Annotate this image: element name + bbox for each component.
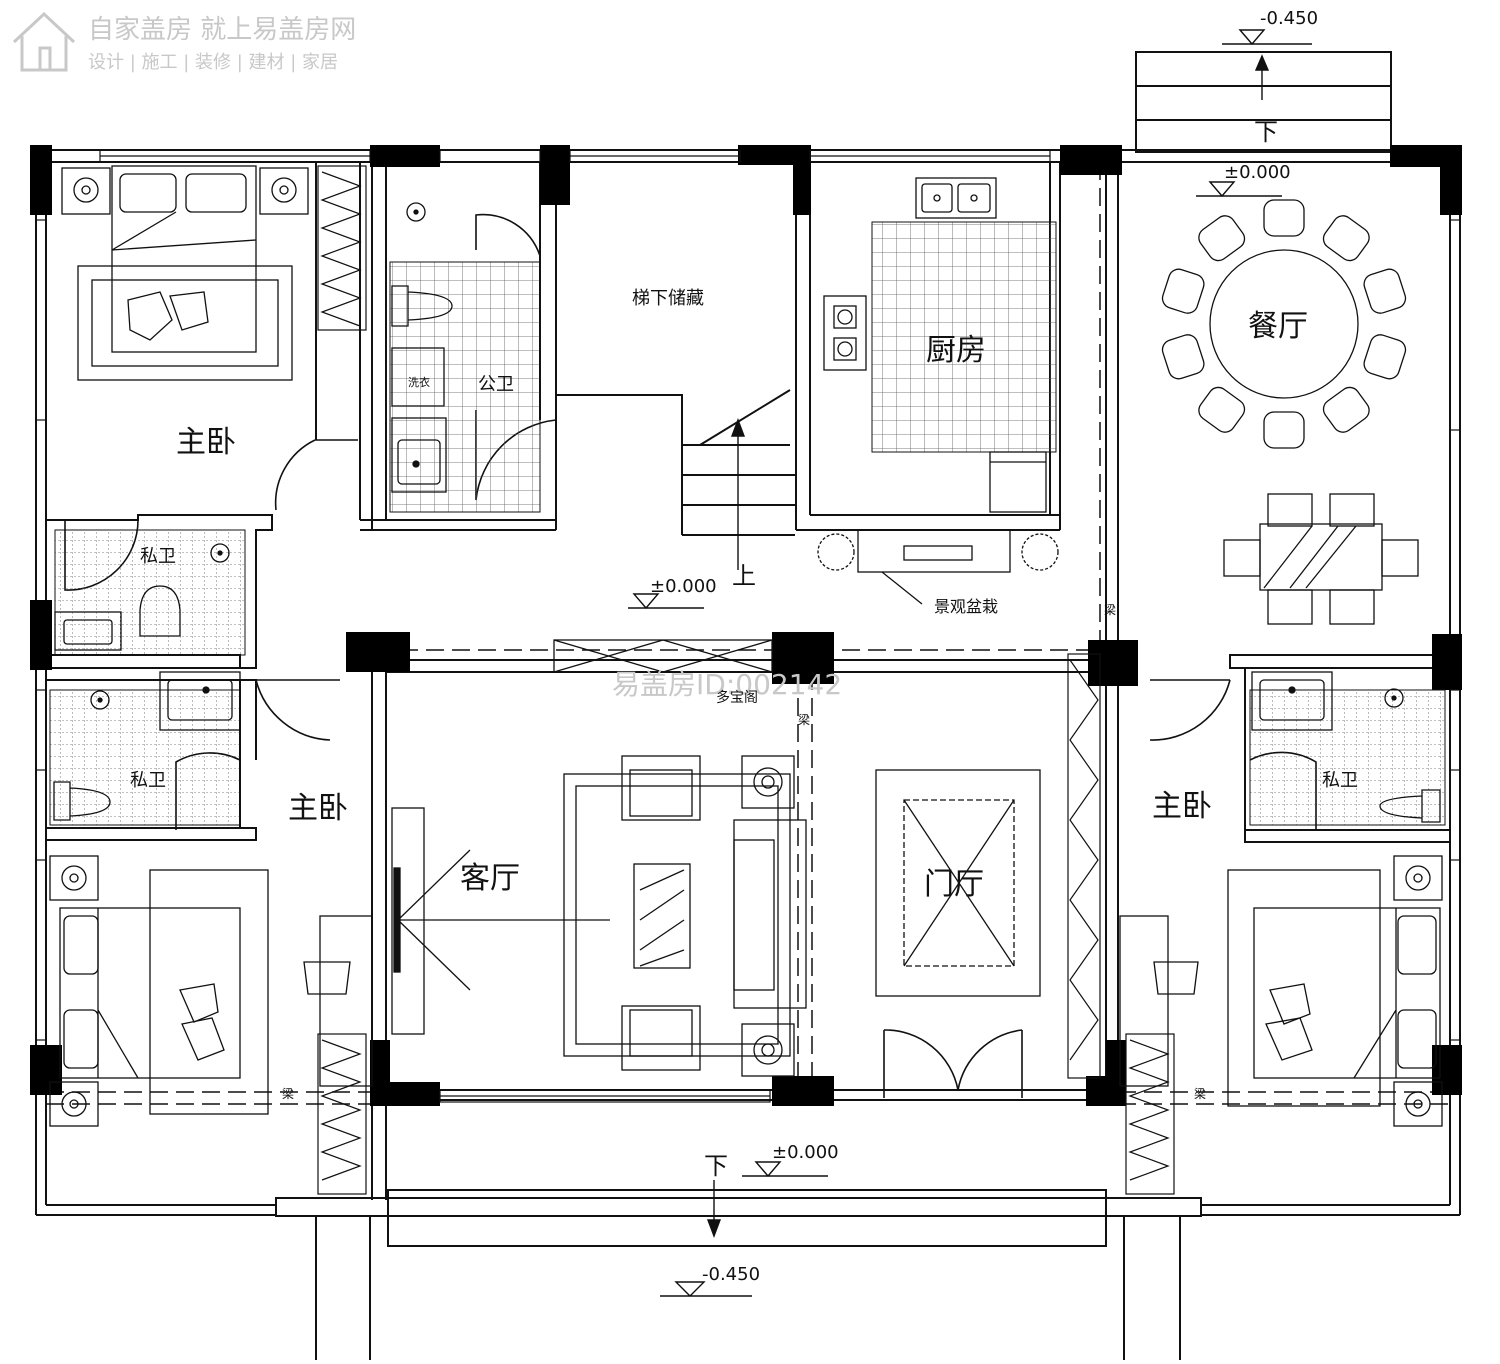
planter-label: 景观盆栽 — [934, 597, 998, 616]
watermark-tagline: 设计 | 施工 | 装修 | 建材 | 家居 — [88, 52, 338, 73]
bath-fixtures — [53, 202, 1441, 823]
dining-set — [1161, 199, 1419, 625]
room-label-private-bath-nw: 私卫 — [140, 546, 176, 567]
dining-chair — [1198, 215, 1246, 262]
room-label-master-bed-nw: 主卧 — [176, 425, 236, 460]
laundry-label: 洗衣 — [408, 375, 430, 389]
level-markers — [628, 29, 1312, 1297]
room-label-stair-storage: 梯下储藏 — [632, 288, 704, 309]
dining-chair — [1363, 268, 1407, 314]
room-label-master-bed-se: 主卧 — [1152, 789, 1212, 824]
elevation-front-terrace: ±0.000 — [772, 1142, 839, 1163]
curio-shelf-label: 多宝阁 — [716, 689, 758, 706]
dining-chair — [1198, 386, 1246, 433]
watermark-id: 易盖房ID:002142 — [612, 668, 842, 701]
elevation-dining-floor: ±0.000 — [1224, 162, 1291, 183]
dining-chair — [1263, 411, 1305, 449]
stair-down-label-top: 下 — [1254, 118, 1278, 146]
dining-chair — [1161, 268, 1205, 314]
planter — [817, 529, 1059, 605]
room-label-dining: 餐厅 — [1248, 309, 1308, 344]
structural-columns — [30, 145, 1462, 1106]
dining-chair — [1161, 334, 1205, 380]
house-logo-icon — [12, 11, 76, 72]
elevation-hall-floor: ±0.000 — [650, 576, 717, 597]
dining-chair — [1363, 334, 1407, 380]
room-label-kitchen: 厨房 — [926, 333, 986, 368]
beam-label-sw: 梁 — [282, 1086, 294, 1101]
beam-label-se: 梁 — [1194, 1086, 1206, 1101]
room-label-master-bed-sw: 主卧 — [288, 791, 348, 826]
room-label-living: 客厅 — [460, 861, 520, 896]
sofa-set — [563, 755, 807, 1077]
kitchen-fixtures — [823, 177, 1047, 513]
tiled-areas — [49, 221, 1446, 826]
bed-se — [1119, 855, 1443, 1127]
tv-wall — [391, 807, 610, 1035]
room-label-private-bath-se: 私卫 — [1322, 770, 1358, 791]
room-label-public-bath: 公卫 — [478, 374, 514, 395]
room-label-private-bath-sw: 私卫 — [130, 770, 166, 791]
beam-label-center: 梁 — [1104, 602, 1116, 617]
dining-chair — [1322, 386, 1370, 433]
curio-shelf — [553, 639, 773, 673]
stair-up-label: 上 — [732, 562, 756, 590]
stair-down-label-bottom: 下 — [704, 1152, 728, 1180]
interior-walls — [46, 162, 1450, 1200]
windows — [35, 149, 1461, 1103]
beam-label-living: 梁 — [798, 712, 810, 727]
stair-arrows — [706, 54, 1270, 1238]
dining-chair — [1322, 215, 1370, 262]
elevation-bottom-outside: -0.450 — [702, 1264, 760, 1285]
watermark-brand: 自家盖房 就上易盖房网 — [88, 15, 356, 45]
dining-chair — [1263, 199, 1305, 237]
exterior-walls — [35, 51, 1461, 1360]
bed-nw — [61, 165, 309, 381]
bed-sw — [49, 855, 373, 1127]
foyer-rug — [875, 769, 1041, 997]
room-label-foyer: 门厅 — [924, 867, 984, 902]
beam-lines — [46, 162, 1450, 1105]
wardrobes — [317, 165, 1175, 1195]
elevation-top-outside: -0.450 — [1260, 8, 1318, 29]
